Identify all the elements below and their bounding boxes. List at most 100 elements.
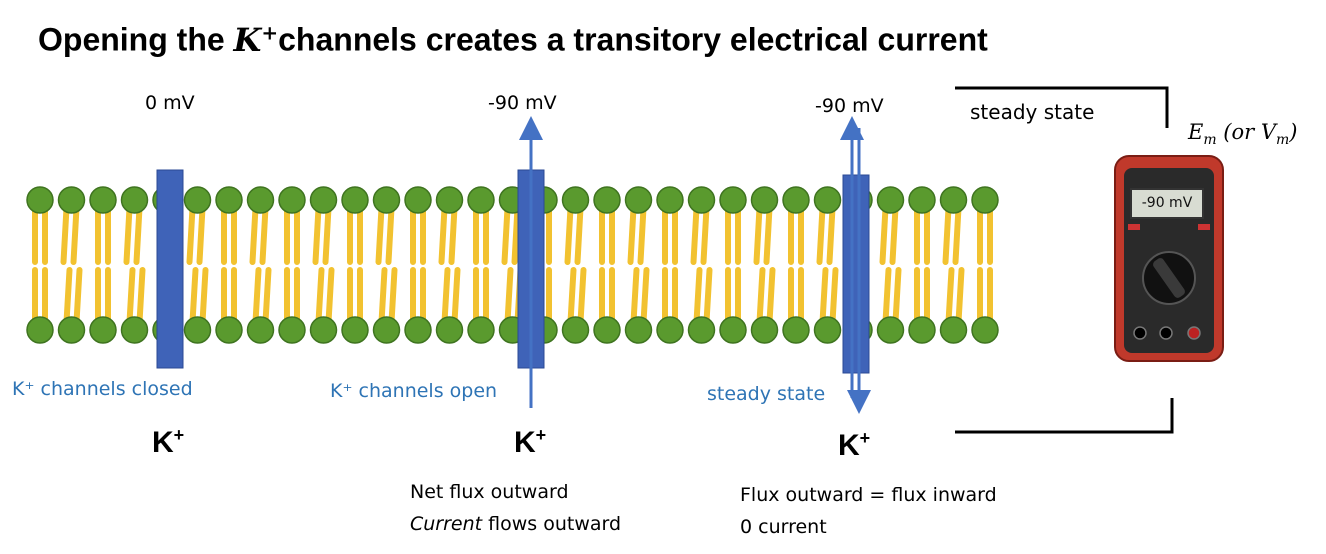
- multimeter-hold-button: [1198, 224, 1210, 230]
- lipid-head-lower: [656, 316, 684, 344]
- state-label-steady: steady state: [707, 383, 826, 405]
- lipid-tail-upper: [375, 205, 395, 265]
- meter-lead-top: [955, 86, 1169, 128]
- lipid-tail-lower: [189, 267, 209, 325]
- lipid-head-lower: [246, 316, 275, 344]
- lipid-head-lower: [971, 316, 999, 344]
- lipid-head-upper: [57, 186, 86, 214]
- lipid-tail-lower: [95, 267, 111, 325]
- lipid-head-lower: [309, 316, 338, 344]
- lipid-tail-upper: [60, 205, 80, 265]
- note-steady-line2: 0 current: [740, 516, 827, 538]
- lipid-head-lower: [183, 316, 212, 344]
- lipid-tail-upper: [879, 205, 899, 265]
- lipid-head-upper: [309, 186, 338, 214]
- multimeter-dial-knob: [1153, 258, 1185, 298]
- lipid-tail-lower: [252, 267, 272, 325]
- multimeter-jack-com: [1159, 326, 1173, 340]
- lipid-head-upper: [215, 186, 243, 214]
- lipid-tail-upper: [186, 205, 206, 265]
- title-prefix: Opening the: [38, 21, 234, 58]
- lipid-tail-upper: [410, 205, 426, 265]
- lipid-tail-lower: [945, 267, 965, 325]
- lipid-tail-upper: [914, 205, 930, 265]
- lipid-head-upper: [687, 186, 716, 214]
- lipid-tail-lower: [914, 267, 930, 325]
- lipid-tail-lower: [977, 267, 993, 325]
- lipid-head-lower: [561, 316, 590, 344]
- lipid-tail-lower: [630, 267, 650, 325]
- lipid-head-lower: [876, 316, 905, 344]
- multimeter-jack-a: [1133, 326, 1147, 340]
- lipid-head-lower: [719, 316, 747, 344]
- lipid-head-lower: [372, 316, 401, 344]
- lipid-tail-lower: [315, 267, 335, 325]
- lipid-tail-upper: [284, 205, 300, 265]
- lipid-head-lower: [89, 316, 117, 344]
- lipid-head-upper: [183, 186, 212, 214]
- lipid-tail-upper: [690, 205, 710, 265]
- multimeter-display: -90 mV: [1130, 188, 1204, 219]
- lipid-tail-upper: [473, 205, 489, 265]
- lipid-tail-upper: [123, 205, 143, 265]
- lipid-tail-upper: [627, 205, 647, 265]
- lipid-head-upper: [278, 186, 306, 214]
- lipid-tail-upper: [788, 205, 804, 265]
- lipid-tail-lower: [662, 267, 678, 325]
- lipid-tail-lower: [693, 267, 713, 325]
- lipid-head-upper: [782, 186, 810, 214]
- lipid-head-lower: [687, 316, 716, 344]
- voltage-label-closed: 0 mV: [145, 92, 195, 114]
- lipid-head-lower: [467, 316, 495, 344]
- lipid-head-lower: [404, 316, 432, 344]
- lipid-head-upper: [908, 186, 936, 214]
- lipid-head-upper: [372, 186, 401, 214]
- lipid-tail-lower: [32, 267, 48, 325]
- lipid-head-upper: [750, 186, 779, 214]
- multimeter-select-button: [1128, 224, 1140, 230]
- lipid-tail-lower: [473, 267, 489, 325]
- note-steady: Flux outward = flux inward 0 current: [740, 479, 997, 543]
- lipid-tail-upper: [501, 205, 521, 265]
- page-title: Opening the K+channels creates a transit…: [38, 20, 988, 59]
- voltage-label-open: -90 mV: [488, 92, 557, 114]
- lipid-head-upper: [624, 186, 653, 214]
- lipid-head-upper: [341, 186, 369, 214]
- lipid-head-lower: [57, 316, 86, 344]
- lipid-head-lower: [341, 316, 369, 344]
- lipid-head-upper: [246, 186, 275, 214]
- lipid-head-upper: [719, 186, 747, 214]
- k-channel-steady: [842, 174, 870, 374]
- ion-label-open: K+: [514, 425, 547, 459]
- lipid-head-upper: [26, 186, 54, 214]
- note-open: Net flux outward Current flows outward: [410, 476, 621, 540]
- lipid-head-upper: [971, 186, 999, 214]
- lipid-tail-upper: [438, 205, 458, 265]
- lipid-tail-lower: [441, 267, 461, 325]
- lipid-tail-lower: [788, 267, 804, 325]
- lipid-tail-upper: [816, 205, 836, 265]
- meter-lead-bottom: [955, 398, 1174, 434]
- voltage-label-steady: -90 mV: [815, 95, 884, 117]
- lipid-tail-lower: [567, 267, 587, 325]
- note-open-line1: Net flux outward: [410, 481, 569, 503]
- lipid-head-upper: [593, 186, 621, 214]
- ion-label-closed: K+: [152, 425, 185, 459]
- lipid-tail-lower: [410, 267, 426, 325]
- title-symbol: K+: [233, 20, 279, 59]
- lipid-tail-upper: [312, 205, 332, 265]
- lipid-tail-upper: [249, 205, 269, 265]
- lipid-tail-lower: [599, 267, 615, 325]
- lipid-tail-upper: [977, 205, 993, 265]
- lipid-head-lower: [908, 316, 936, 344]
- state-label-closed: K⁺ channels closed: [12, 378, 193, 400]
- lipid-head-upper: [939, 186, 968, 214]
- lipid-head-lower: [435, 316, 464, 344]
- lipid-tail-lower: [221, 267, 237, 325]
- lipid-head-upper: [467, 186, 495, 214]
- lipid-head-lower: [215, 316, 243, 344]
- lipid-tail-upper: [221, 205, 237, 265]
- lipid-head-upper: [404, 186, 432, 214]
- lipid-tail-lower: [725, 267, 741, 325]
